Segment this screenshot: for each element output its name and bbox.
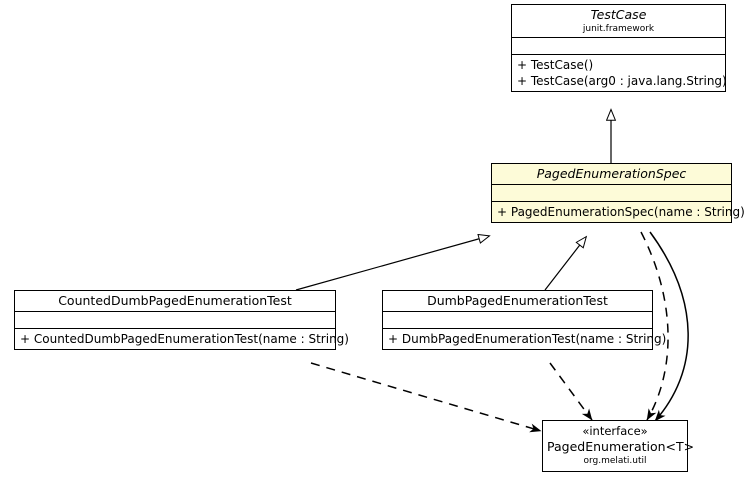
edge-counted-extends-spec	[295, 236, 489, 291]
operation-item: + TestCase(arg0 : java.lang.String)	[517, 74, 727, 88]
attributes-compartment-testcase	[512, 38, 725, 55]
edge-dumb-extends-spec	[544, 237, 586, 291]
operations-compartment-pagedenumerationspec: + PagedEnumerationSpec(name : String)	[492, 202, 745, 222]
class-box-counteddumbpagedenumerationtest[interactable]: CountedDumbPagedEnumerationTest + Counte…	[14, 290, 349, 350]
operation-item: + TestCase()	[517, 58, 594, 72]
class-name-testcase: TestCase	[590, 7, 647, 22]
class-box-dumbpagedenumerationtest[interactable]: DumbPagedEnumerationTest + DumbPagedEnum…	[382, 290, 667, 350]
operations-compartment-testcase: + TestCase() + TestCase(arg0 : java.lang…	[512, 55, 727, 91]
class-name-dumbpagedenumerationtest: DumbPagedEnumerationTest	[427, 293, 608, 308]
class-header-dumbpagedenumerationtest: DumbPagedEnumerationTest	[383, 291, 652, 312]
operations-compartment-dumbpagedenumerationtest: + DumbPagedEnumerationTest(name : String…	[383, 329, 667, 349]
edge-counted-dependency-interface	[310, 362, 542, 433]
class-header-pagedenumerationspec: PagedEnumerationSpec	[492, 164, 731, 185]
edge-spec-association-interface	[649, 231, 689, 422]
interface-box-pagedenumeration[interactable]: «interface» PagedEnumeration<T> org.mela…	[542, 420, 695, 472]
operations-compartment-counteddumbpagedenumerationtest: + CountedDumbPagedEnumerationTest(name :…	[15, 329, 349, 349]
class-box-pagedenumerationspec[interactable]: PagedEnumerationSpec + PagedEnumerationS…	[491, 163, 745, 223]
class-header-counteddumbpagedenumerationtest: CountedDumbPagedEnumerationTest	[15, 291, 335, 312]
interface-package-pagedenumeration: org.melati.util	[583, 456, 647, 466]
attributes-compartment-counteddumbpagedenumerationtest	[15, 312, 335, 329]
class-header-testcase: TestCase junit.framework	[512, 5, 725, 38]
interface-header-pagedenumeration: «interface» PagedEnumeration<T> org.mela…	[543, 421, 695, 471]
edge-dumb-dependency-interface	[549, 362, 593, 421]
operation-item: + DumbPagedEnumerationTest(name : String…	[388, 332, 667, 346]
interface-name-pagedenumeration: PagedEnumeration<T>	[547, 439, 695, 454]
attributes-compartment-dumbpagedenumerationtest	[383, 312, 652, 329]
class-name-counteddumbpagedenumerationtest: CountedDumbPagedEnumerationTest	[58, 293, 292, 308]
attributes-compartment-pagedenumerationspec	[492, 185, 731, 202]
interface-stereotype-label: «interface»	[582, 424, 648, 438]
class-name-pagedenumerationspec: PagedEnumerationSpec	[536, 166, 687, 181]
operation-item: + PagedEnumerationSpec(name : String)	[497, 205, 745, 219]
class-package-testcase: junit.framework	[582, 24, 655, 34]
class-box-testcase[interactable]: TestCase junit.framework + TestCase() + …	[511, 4, 727, 92]
operation-item: + CountedDumbPagedEnumerationTest(name :…	[20, 332, 349, 346]
